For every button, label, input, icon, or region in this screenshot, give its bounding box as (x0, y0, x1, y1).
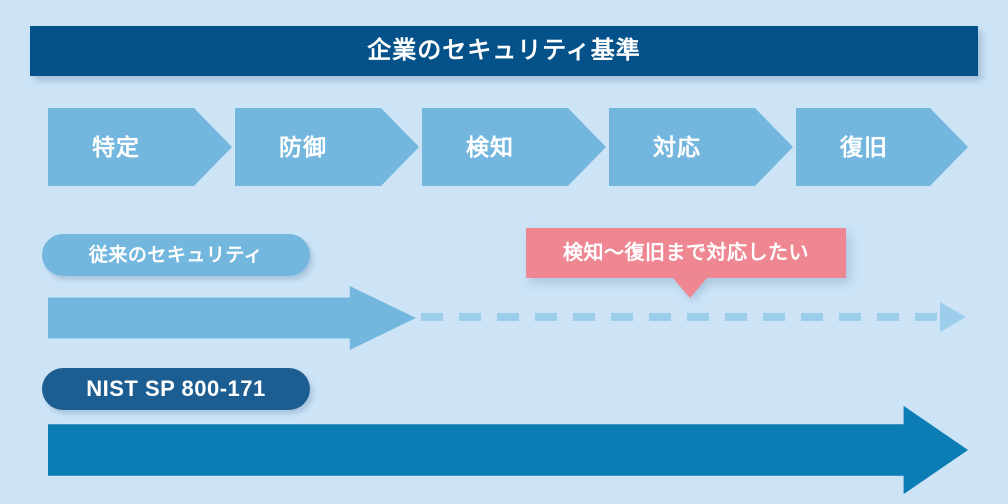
legacy-gap-dashed-line-icon (421, 313, 941, 321)
callout-tail-icon (673, 278, 707, 298)
requirement-callout: 検知〜復旧まで対応したい (526, 228, 846, 278)
requirement-callout-text: 検知〜復旧まで対応したい (563, 242, 809, 264)
phase-chevron-detect: 検知 (422, 108, 606, 186)
phase-chevron-row: 特定 防御 検知 対応 復旧 (48, 108, 968, 186)
phase-label: 防御 (279, 133, 327, 160)
legacy-gap-arrowhead-icon (940, 302, 966, 332)
phase-chevron-recover: 復旧 (796, 108, 968, 186)
page-title: 企業のセキュリティ基準 (367, 37, 641, 64)
phase-chevron-protect: 防御 (235, 108, 419, 186)
phase-chevron-identify: 特定 (48, 108, 232, 186)
legacy-security-pill: 従来のセキュリティ (42, 234, 310, 276)
legacy-security-label: 従来のセキュリティ (88, 244, 264, 266)
phase-label: 検知 (466, 133, 514, 160)
diagram-title-banner: 企業のセキュリティ基準 (30, 26, 978, 76)
nist-standard-pill: NIST SP 800-171 (42, 368, 310, 410)
phase-label: 特定 (92, 133, 140, 160)
legacy-coverage-arrow-icon (48, 286, 416, 350)
phase-label: 復旧 (840, 133, 888, 160)
nist-standard-label: NIST SP 800-171 (86, 376, 266, 401)
phase-chevron-respond: 対応 (609, 108, 793, 186)
nist-coverage-arrow-icon (48, 405, 968, 495)
phase-label: 対応 (653, 133, 701, 160)
